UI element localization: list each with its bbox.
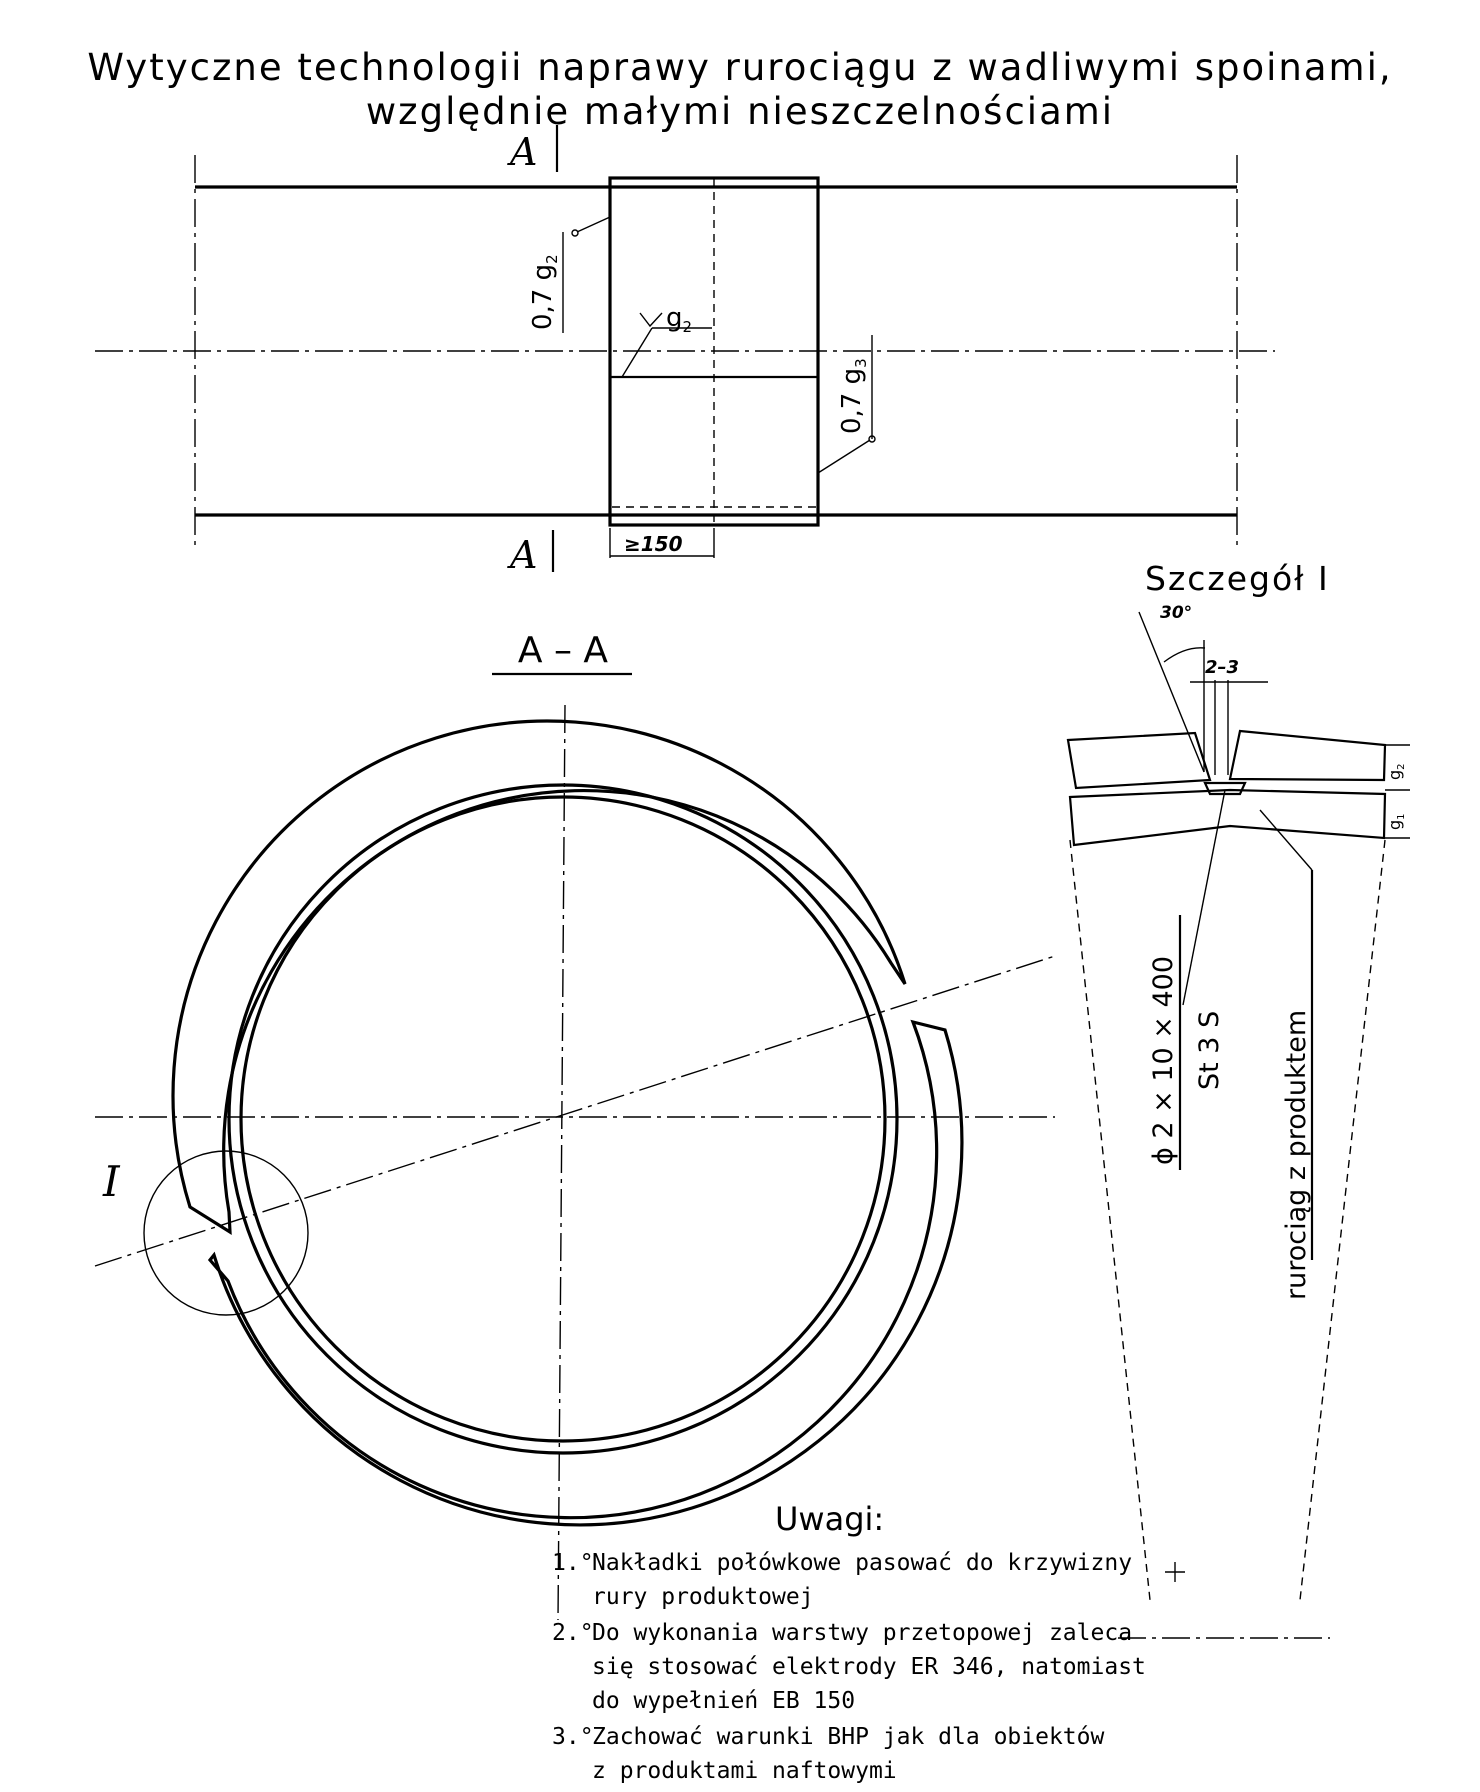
detail-title: Szczegół I xyxy=(1145,559,1330,598)
angle-label: 30° xyxy=(1160,603,1192,623)
weld-leader-right xyxy=(817,439,871,474)
sleeve-upper-half xyxy=(171,719,907,1235)
bevel-line xyxy=(1138,611,1205,773)
plate-bottom-label: St 3 S xyxy=(1194,1011,1225,1090)
detail-pipe-wall xyxy=(1068,788,1387,847)
note-2-line-1: Do wykonania warstwy przetopowej zaleca xyxy=(592,1620,1132,1646)
pipe-label: rurociąg z produktem xyxy=(1281,1010,1312,1300)
gap-label: 2–3 xyxy=(1205,657,1239,678)
note-3-line-1: Zachować warunki BHP jak dla obiektów xyxy=(592,1724,1104,1750)
note-1-number: 1.° xyxy=(552,1550,594,1576)
pipe-outer-circle xyxy=(227,783,899,1455)
bevel-arc xyxy=(1163,647,1206,663)
section-mark-bottom: A xyxy=(507,533,537,577)
weld-leader-mid xyxy=(621,327,653,378)
detail-view: Szczegół I 30° 2–3 g2 xyxy=(1066,559,1410,1639)
pipe-inner-circle xyxy=(239,795,887,1443)
plate-leader xyxy=(1182,789,1226,1006)
thk-top-label: g2 xyxy=(1385,763,1407,780)
note-2-line-2: się stosować elektrody ER 346, natomiast xyxy=(592,1654,1146,1680)
center-line-vertical xyxy=(557,704,566,1621)
detail-mark: I xyxy=(102,1157,121,1206)
weld-right-label: 0,7 g3 xyxy=(837,358,870,434)
title-line-2: względnie małymi nieszczelnościami xyxy=(366,90,1114,133)
detail-radial-right xyxy=(1299,839,1386,1601)
note-1-line-2: rury produktowej xyxy=(592,1584,814,1610)
section-view: A – A I xyxy=(94,630,1056,1621)
detail-circle xyxy=(143,1150,309,1316)
center-line-inclined xyxy=(94,955,1056,1267)
notes: Uwagi: 1.° Nakładki połówkowe pasować do… xyxy=(552,1500,1185,1784)
weld-mid-label: g2 xyxy=(666,303,692,336)
dim-length-label: ≥150 xyxy=(624,532,683,556)
note-3-number: 3.° xyxy=(552,1724,594,1750)
weld-v-symbol xyxy=(639,312,663,328)
note-3-line-2: z produktami naftowymi xyxy=(592,1758,897,1784)
notes-heading: Uwagi: xyxy=(775,1500,884,1538)
thk-bottom-label: g1 xyxy=(1385,813,1407,830)
note-2-line-3: do wypełnień EB 150 xyxy=(592,1688,855,1714)
title-line-1: Wytyczne technologii naprawy rurociągu z… xyxy=(87,46,1392,89)
pipe-leader xyxy=(1259,809,1313,871)
section-mark-top: A xyxy=(507,130,537,174)
weld-top-label: 0,7 g2 xyxy=(528,254,561,330)
sleeve-lower-half xyxy=(207,1019,964,1527)
detail-sleeve-left xyxy=(1066,731,1212,790)
detail-root-bead xyxy=(1203,781,1247,796)
detail-sleeve-right xyxy=(1228,729,1387,782)
section-title: A – A xyxy=(518,630,609,671)
weld-leader-dot xyxy=(571,229,579,237)
top-view: A A 0,7 g2 g2 0,7 g3 ≥150 xyxy=(95,125,1275,577)
detail-radial-left xyxy=(1069,839,1151,1601)
weld-leader-top xyxy=(576,216,611,233)
plate-top-label: ϕ 2 × 10 × 400 xyxy=(1148,956,1179,1165)
note-2-number: 2.° xyxy=(552,1620,594,1646)
note-1-line-1: Nakładki połówkowe pasować do krzywizny xyxy=(592,1550,1132,1576)
